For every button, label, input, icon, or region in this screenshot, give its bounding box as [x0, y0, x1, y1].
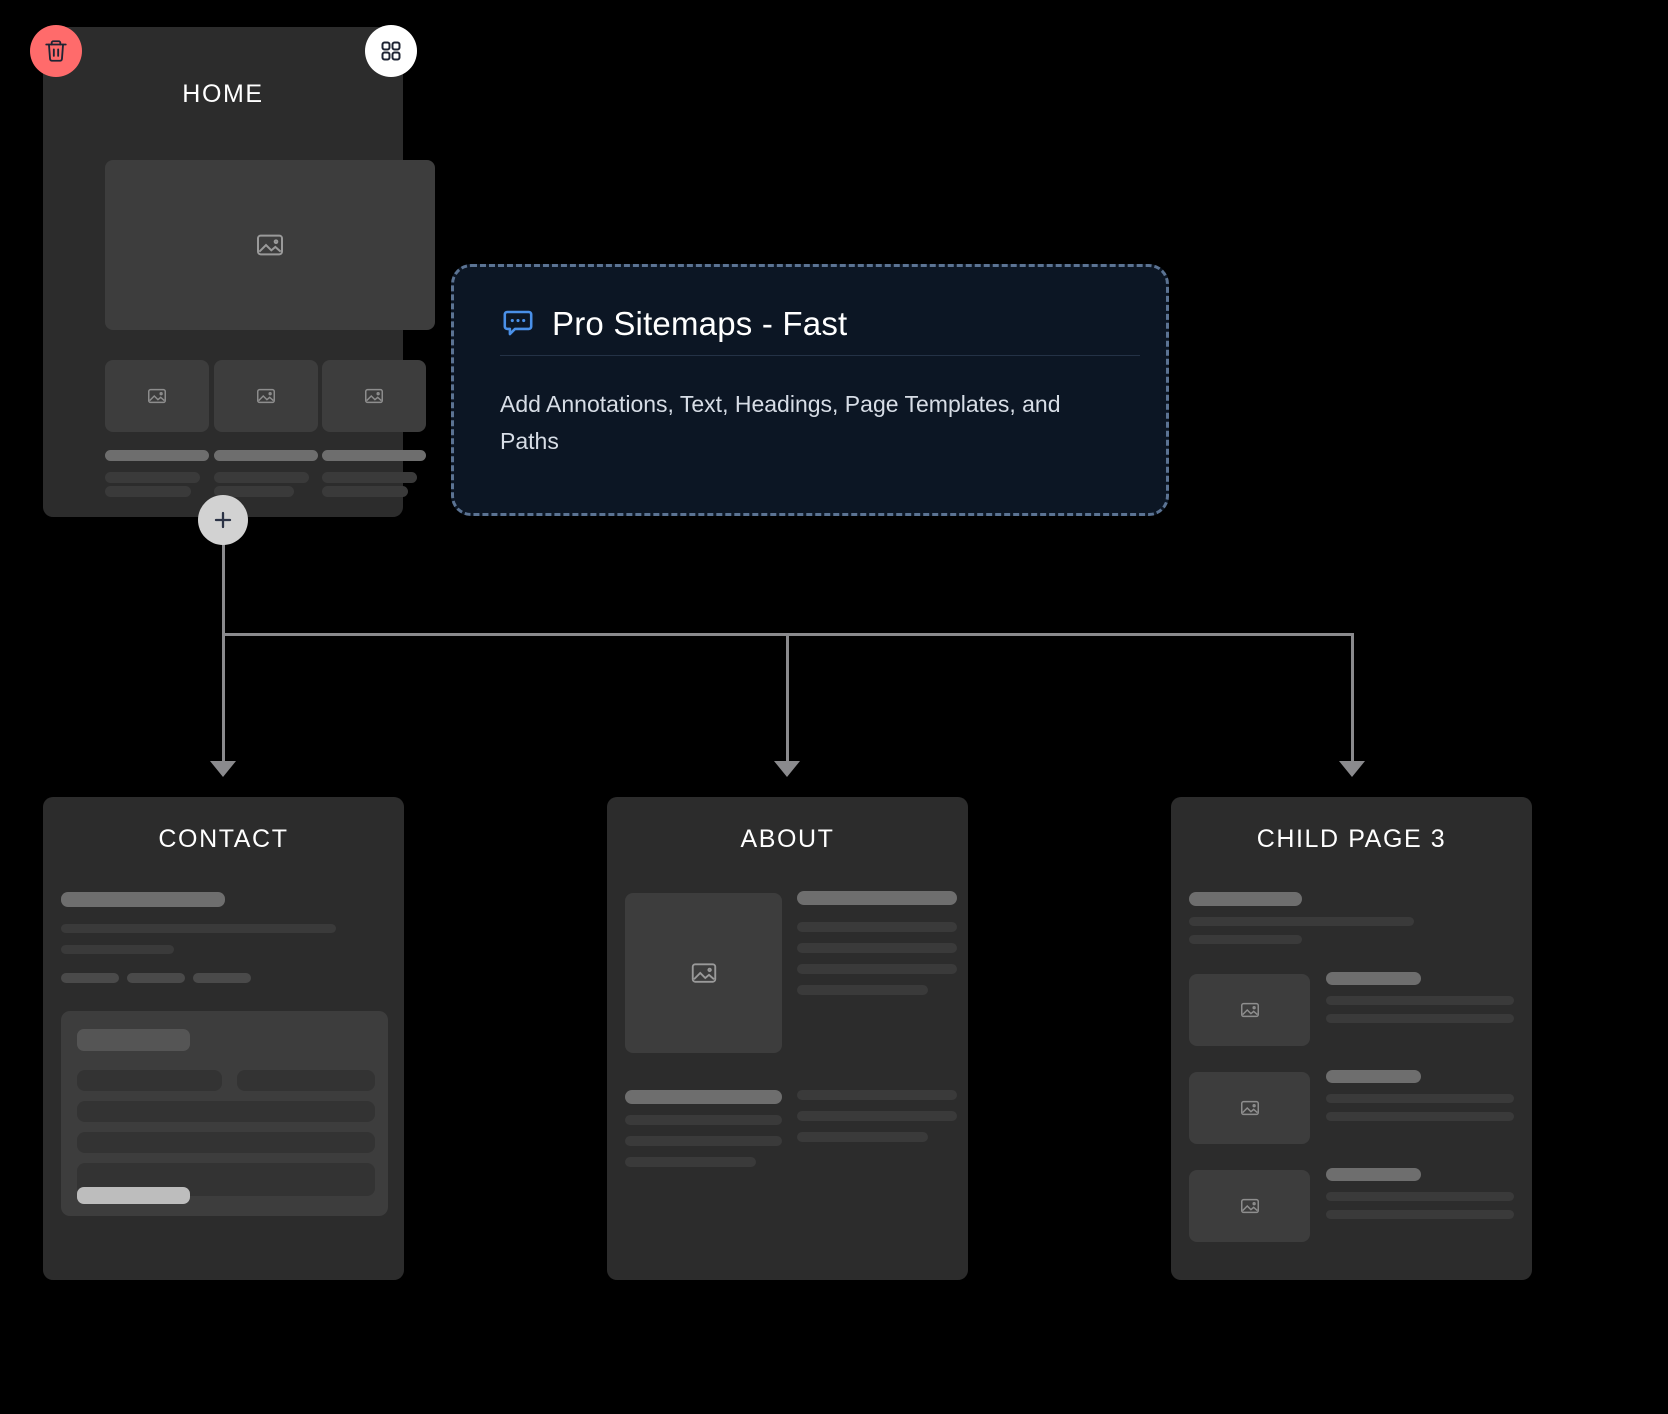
about-text-line	[797, 964, 957, 974]
annotation-card[interactable]: Pro Sitemaps - Fast Add Annotations, Tex…	[451, 264, 1169, 516]
form-submit-button[interactable]	[77, 1187, 190, 1204]
about-image	[625, 893, 782, 1053]
speech-bubble-icon	[503, 310, 533, 336]
about-col1-heading	[625, 1090, 782, 1104]
form-input-subject[interactable]	[77, 1132, 375, 1153]
home-text-line	[322, 472, 417, 483]
annotation-divider	[500, 355, 1140, 356]
form-input-last-name[interactable]	[237, 1070, 375, 1091]
image-placeholder-icon	[691, 963, 716, 983]
page-card-about[interactable]: ABOUT	[607, 797, 968, 1280]
image-placeholder-icon	[148, 388, 166, 404]
form-label	[77, 1029, 190, 1051]
child3-row-line	[1326, 1210, 1514, 1219]
grid-icon	[381, 41, 401, 61]
contact-text-line	[61, 924, 336, 933]
contact-chip	[127, 973, 185, 983]
image-placeholder-icon	[257, 234, 283, 256]
home-tile-1	[105, 360, 209, 432]
about-text-line	[797, 943, 957, 953]
page-title-child3: CHILD PAGE 3	[1256, 825, 1447, 853]
about-col1-line	[625, 1115, 782, 1125]
image-placeholder-icon	[257, 388, 275, 404]
page-card-contact[interactable]: CONTACT	[43, 797, 404, 1280]
contact-text-line	[61, 945, 174, 954]
child3-row-line	[1326, 1014, 1514, 1023]
page-title-contact: CONTACT	[158, 825, 289, 853]
form-input-email[interactable]	[77, 1101, 375, 1122]
home-text-line	[214, 486, 294, 497]
contact-heading-bar	[61, 892, 225, 907]
plus-icon	[214, 511, 232, 529]
about-col1-line	[625, 1157, 756, 1167]
annotation-title: Pro Sitemaps - Fast	[552, 305, 848, 342]
contact-chip	[61, 973, 119, 983]
page-card-home[interactable]: HOME	[43, 27, 435, 517]
about-col2-line	[797, 1111, 957, 1121]
child3-row-title	[1326, 972, 1421, 985]
about-text-line	[797, 922, 957, 932]
child3-text-line	[1189, 917, 1414, 926]
trash-icon	[45, 40, 67, 62]
image-placeholder-icon	[1240, 1002, 1259, 1018]
child3-text-line	[1189, 935, 1302, 944]
page-title-home: HOME	[182, 80, 264, 108]
child3-row-thumb	[1189, 1170, 1310, 1242]
child3-heading-bar	[1189, 892, 1302, 906]
home-text-line	[105, 450, 209, 461]
child3-row-title	[1326, 1070, 1421, 1083]
about-col2-line	[797, 1090, 957, 1100]
arrowhead-about	[774, 761, 800, 777]
contact-form-panel[interactable]	[61, 1011, 388, 1216]
child3-row-title	[1326, 1168, 1421, 1181]
home-tile-2	[214, 360, 318, 432]
image-placeholder-icon	[1240, 1100, 1259, 1116]
home-hero-image	[105, 160, 435, 330]
home-text-line	[105, 472, 200, 483]
home-text-line	[214, 472, 309, 483]
child3-row-line	[1326, 1112, 1514, 1121]
annotation-body: Add Annotations, Text, Headings, Page Te…	[500, 391, 1061, 455]
home-text-line	[322, 450, 426, 461]
child3-row-thumb	[1189, 1072, 1310, 1144]
contact-chip	[193, 973, 251, 983]
about-text-line	[797, 985, 928, 995]
add-child-page-button[interactable]	[198, 495, 248, 545]
arrowhead-child3	[1339, 761, 1365, 777]
annotation-header: Pro Sitemaps - Fast	[500, 305, 1120, 343]
image-placeholder-icon	[1240, 1198, 1259, 1214]
child3-row-line	[1326, 1192, 1514, 1201]
home-text-line	[105, 486, 191, 497]
connector-branch-contact	[222, 633, 225, 763]
connector-branch-about	[786, 633, 789, 763]
home-text-line	[322, 486, 408, 497]
connector-branch-child3	[1351, 633, 1354, 763]
page-title-about: ABOUT	[740, 825, 835, 853]
child3-row-line	[1326, 996, 1514, 1005]
image-placeholder-icon	[365, 388, 383, 404]
home-text-line	[214, 450, 318, 461]
child3-row-thumb	[1189, 974, 1310, 1046]
home-tile-3	[322, 360, 426, 432]
child3-row-line	[1326, 1094, 1514, 1103]
page-card-child3[interactable]: CHILD PAGE 3	[1171, 797, 1532, 1280]
about-col1-line	[625, 1136, 782, 1146]
arrowhead-contact	[210, 761, 236, 777]
connector-trunk	[222, 520, 225, 636]
page-template-button[interactable]	[365, 25, 417, 77]
about-col2-line	[797, 1132, 928, 1142]
about-heading-bar	[797, 891, 957, 905]
form-input-first-name[interactable]	[77, 1070, 222, 1091]
delete-page-button[interactable]	[30, 25, 82, 77]
